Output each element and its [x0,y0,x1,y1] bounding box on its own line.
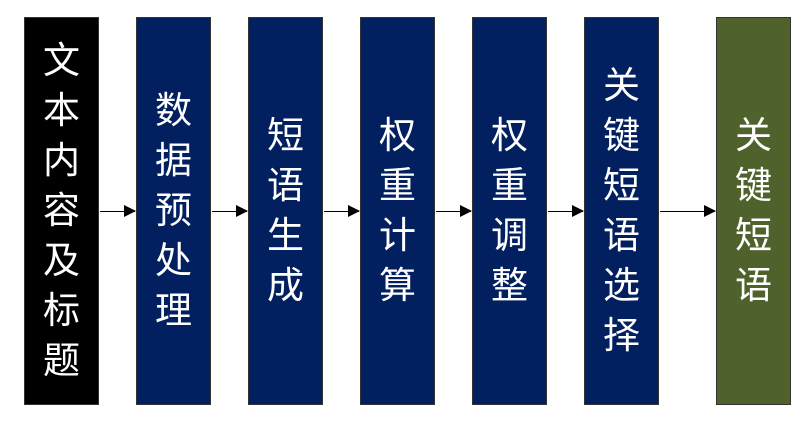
arrow-4 [436,205,472,217]
node-label: 数据预处理 [155,89,192,332]
node-label: 文本内容及标题 [43,39,80,382]
node-phrase-gen: 短语生成 [248,17,323,405]
arrow-6 [660,205,716,217]
node-label: 关键短语 [735,114,772,307]
node-preprocess: 数据预处理 [136,17,211,405]
arrow-2 [212,205,248,217]
arrow-5 [548,205,584,217]
node-weight-calc: 权重计算 [360,17,435,405]
node-label: 权重调整 [491,114,528,307]
node-keyphrase-select: 关键短语选择 [584,17,659,405]
node-weight-adjust: 权重调整 [472,17,547,405]
node-output: 关键短语 [716,17,791,405]
arrow-1 [100,205,136,217]
arrow-3 [324,205,360,217]
node-input: 文本内容及标题 [24,17,99,405]
node-label: 短语生成 [267,114,304,307]
node-label: 权重计算 [379,114,416,307]
node-label: 关键短语选择 [603,64,640,357]
